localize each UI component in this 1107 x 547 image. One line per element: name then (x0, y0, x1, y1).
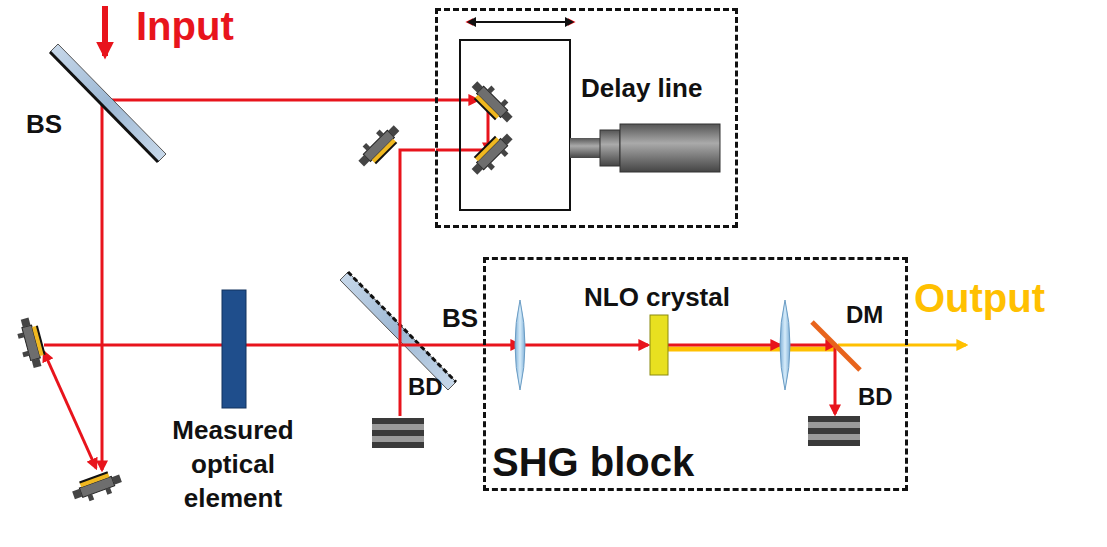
mirror-mount (70, 469, 124, 506)
beam (520, 344, 648, 347)
sh-beam (668, 347, 835, 352)
part-label: BD (408, 374, 443, 400)
part-label: BD (858, 384, 893, 410)
beam (101, 100, 104, 470)
lens (780, 300, 790, 390)
beam (105, 99, 478, 102)
nlo-crystal (650, 315, 668, 375)
beam (834, 347, 837, 414)
translation-stage (460, 40, 570, 210)
output-beam (838, 344, 966, 347)
beam (44, 352, 96, 468)
beam-splitter (340, 272, 456, 390)
block-title: SHG block (492, 440, 694, 485)
mirror-mount (353, 120, 403, 170)
beam (399, 345, 402, 416)
beam (668, 344, 780, 347)
motor (570, 124, 720, 172)
mirror-mount (14, 316, 47, 370)
beam (44, 344, 398, 347)
dashed-block: Delay line (435, 8, 738, 228)
beam (483, 344, 520, 347)
part-label: BS (26, 110, 62, 139)
part-label: BS (442, 304, 478, 333)
mirror-mount (467, 129, 517, 179)
part-label: NLO crystal (584, 283, 730, 312)
beam-path (400, 150, 483, 345)
part-label: DM (846, 302, 883, 328)
travel-arrowheads (467, 17, 574, 27)
block-title: Delay line (581, 73, 702, 104)
beam-dump (808, 416, 860, 446)
output-label: Output (914, 276, 1045, 320)
travel-arrow (467, 21, 574, 23)
part-label: Measured optical element (150, 414, 316, 515)
beam-splitter (50, 44, 166, 162)
mirror-mount (467, 76, 517, 126)
dichroic-mirror (812, 322, 860, 370)
input-beam (102, 6, 108, 56)
beam (785, 344, 835, 347)
input-label: Input (136, 4, 234, 48)
beam-dump (372, 418, 424, 448)
measured-element (222, 290, 246, 408)
lens (515, 300, 525, 390)
